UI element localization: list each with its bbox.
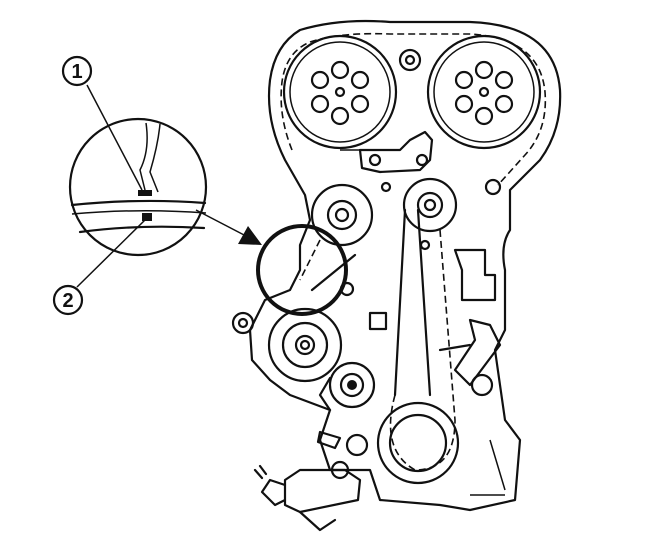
detail-target-circle xyxy=(256,224,348,316)
timing-belt xyxy=(299,208,456,471)
left-boss xyxy=(231,311,255,335)
upper-bolt xyxy=(398,48,422,72)
callout-1-leader xyxy=(86,84,143,191)
tensioner-bracket xyxy=(340,130,434,174)
tensioner-pulley xyxy=(318,361,376,412)
lower-bracket xyxy=(316,430,342,450)
engine-outline xyxy=(248,19,562,512)
callout-2: 2 xyxy=(52,284,84,316)
idler-pulley-left xyxy=(310,183,374,247)
crankshaft-sprocket xyxy=(376,401,460,485)
small-bolt xyxy=(419,239,431,251)
callout-2-leader xyxy=(76,219,146,288)
small-plate xyxy=(368,311,388,331)
small-bolt xyxy=(380,181,392,193)
idler-pulley-right xyxy=(402,177,458,233)
callout-2-label: 2 xyxy=(62,290,73,312)
crank-sensor xyxy=(253,460,362,532)
lower-bolt xyxy=(345,433,369,457)
water-pump xyxy=(267,307,343,383)
callout-1-label: 1 xyxy=(71,61,82,83)
camshaft-sprocket-left xyxy=(282,34,398,150)
pointer-arrow xyxy=(195,209,262,245)
detail-magnifier xyxy=(68,117,208,257)
callout-1: 1 xyxy=(61,55,93,87)
small-bolt xyxy=(484,178,502,196)
camshaft-sprocket-right xyxy=(426,34,542,150)
right-bracket xyxy=(438,248,502,397)
lower-right-edge xyxy=(470,439,506,496)
